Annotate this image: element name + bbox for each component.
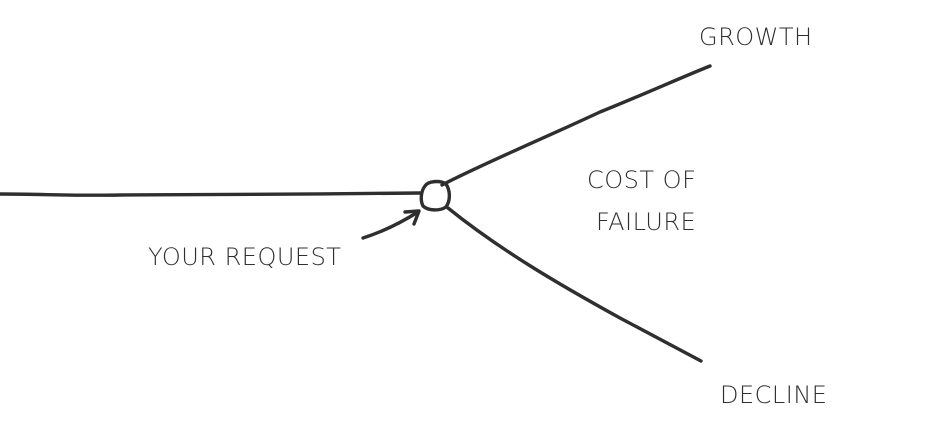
growth-label: GROWTH bbox=[699, 23, 813, 51]
your-request-label: YOUR REQUEST bbox=[148, 243, 341, 271]
cost-of-failure-label-line2: FAILURE bbox=[596, 208, 696, 236]
growth-branch-line bbox=[440, 64, 712, 187]
request-arrow bbox=[361, 210, 420, 240]
decline-label: DECLINE bbox=[720, 381, 827, 409]
incoming-line bbox=[0, 191, 423, 197]
request-arrowhead bbox=[403, 209, 421, 226]
decline-branch-line bbox=[446, 206, 703, 363]
cost-of-failure-label-line1: COST OF bbox=[587, 166, 696, 194]
decision-node bbox=[419, 179, 452, 212]
